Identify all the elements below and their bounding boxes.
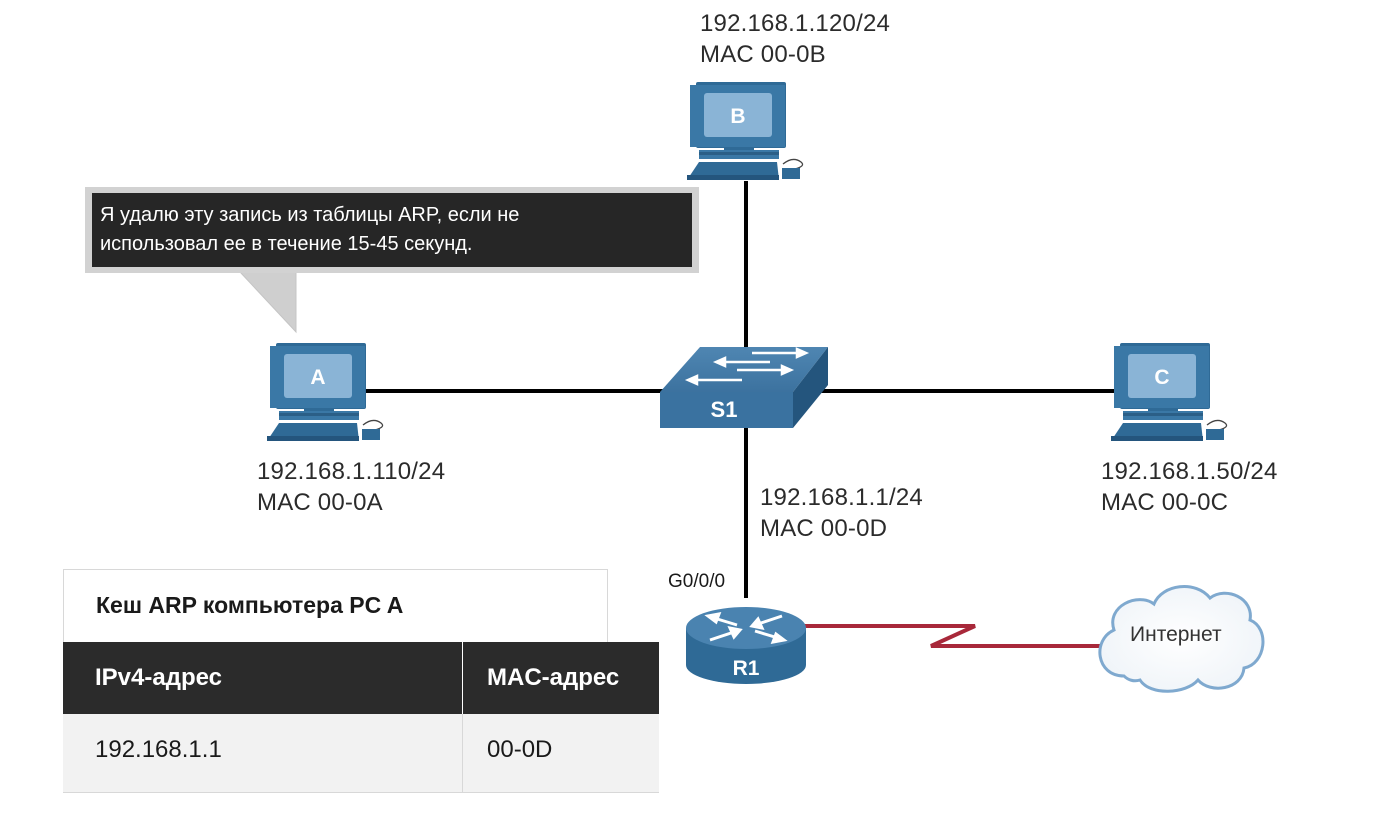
- pc-b-ip: 192.168.1.120/24: [700, 10, 891, 37]
- switch-s1-icon[interactable]: S1: [660, 347, 828, 428]
- arp-row-mac: 00-0D: [462, 714, 659, 793]
- pc-a-letter: A: [310, 366, 325, 389]
- arp-header-ipv4: IPv4-адрес: [63, 642, 462, 714]
- pc-b-address-label: 192.168.1.120/24 MAC 00-0B: [700, 8, 890, 70]
- pc-c-address-label: 192.168.1.50/24 MAC 00-0C: [1101, 456, 1278, 518]
- router-mac: MAC 00-0D: [760, 515, 888, 542]
- callout-message: Я удалю эту запись из таблицы ARP, если …: [92, 193, 692, 267]
- arp-header-mac: MAC-адрес: [462, 642, 659, 714]
- arp-row-ipv4: 192.168.1.1: [63, 714, 462, 793]
- router-r1-icon[interactable]: R1: [686, 607, 806, 684]
- router-address-label: 192.168.1.1/24 MAC 00-0D: [760, 482, 923, 544]
- pc-c-letter: C: [1154, 366, 1169, 389]
- callout-line-1: Я удалю эту запись из таблицы ARP, если …: [100, 204, 520, 226]
- pc-a-address-label: 192.168.1.110/24 MAC 00-0A: [257, 456, 445, 518]
- callout-pointer: [238, 271, 297, 334]
- internet-cloud-icon[interactable]: [1098, 585, 1265, 693]
- router-label: R1: [733, 657, 760, 680]
- pc-a-ip: 192.168.1.110/24: [257, 458, 446, 485]
- router-ip: 192.168.1.1/24: [760, 484, 923, 511]
- switch-label: S1: [711, 397, 738, 422]
- internet-label: Интернет: [1130, 623, 1222, 646]
- pc-c-mac: MAC 00-0C: [1101, 489, 1229, 516]
- pc-a-mac: MAC 00-0A: [257, 489, 383, 516]
- router-port-label: G0/0/0: [668, 571, 726, 592]
- pc-b-icon[interactable]: B: [687, 82, 804, 180]
- wan-link: [803, 624, 1100, 648]
- pc-c-icon[interactable]: C: [1111, 343, 1228, 441]
- pc-b-mac: MAC 00-0B: [700, 41, 826, 68]
- pc-a-icon[interactable]: A: [267, 343, 384, 441]
- callout-line-2: использовал ее в течение 15-45 секунд.: [100, 233, 473, 255]
- arp-table-title: Кеш ARP компьютера PC A: [63, 569, 608, 642]
- pc-b-letter: B: [730, 105, 745, 128]
- pc-c-ip: 192.168.1.50/24: [1101, 458, 1278, 485]
